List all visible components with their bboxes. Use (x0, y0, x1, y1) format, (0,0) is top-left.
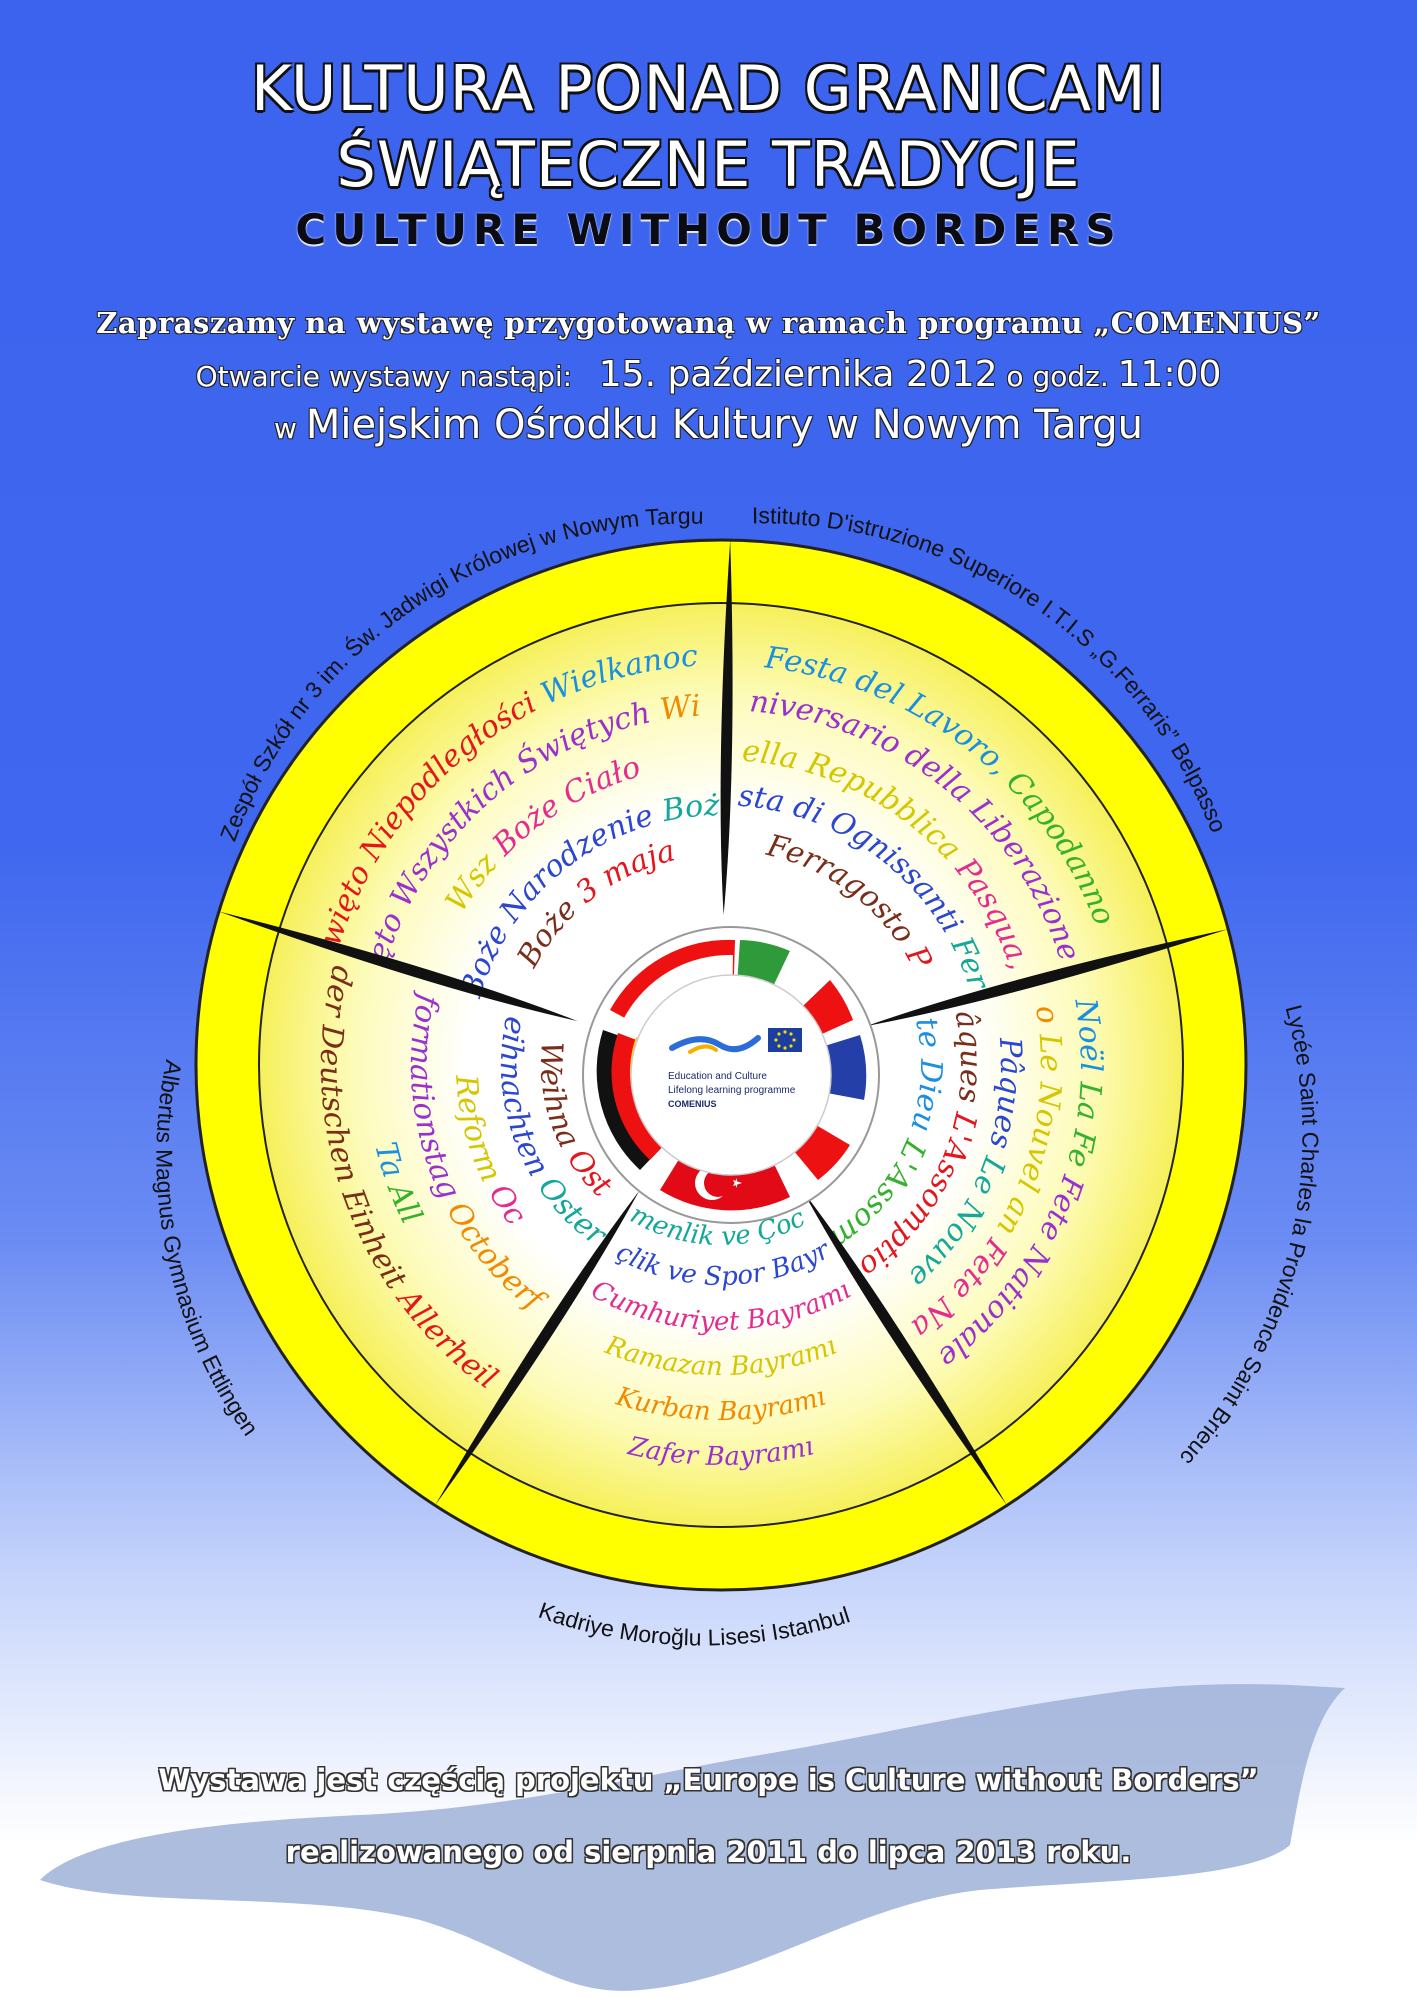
logo-line-1: Education and Culture (668, 1071, 767, 1082)
holiday-label: F (0, 500, 12, 508)
opening-prefix: Otwarcie wystawy nastąpi: (195, 360, 573, 393)
title-line-3: CULTURE WITHOUT BORDERS (295, 205, 1122, 254)
title-line-2: ŚWIĄTECZNE TRADYCJE (336, 128, 1081, 201)
title-line-1: KULTURA PONAD GRANICAMI (251, 52, 1166, 125)
sector-divider (720, 540, 733, 915)
school-label-turkey: Kadriye Moroğlu Lisesi Istanbul (536, 1597, 853, 1651)
eu-stars-icon (774, 1030, 796, 1050)
background-swoosh (40, 1684, 1345, 1991)
footer-line-1: Wystawa jest częścią projektu „Europe is… (158, 1763, 1259, 1797)
venue-prefix: w (274, 412, 297, 445)
opening-time: 11:00 (1117, 354, 1222, 395)
sector-dividers (218, 540, 1229, 1506)
opening-line: Otwarcie wystawy nastąpi: 15. październi… (0, 354, 1417, 395)
invitation-line: Zapraszamy na wystawę przygotowaną w ram… (96, 306, 1321, 340)
logo-line-2: Lifelong learning programme (668, 1085, 796, 1096)
footer-line-2: realizowanego od sierpnia 2011 do lipca … (285, 1835, 1132, 1869)
sector-divider (802, 1190, 1007, 1506)
center-hub: Education and Culture Lifelong learning … (582, 926, 880, 1224)
logo-line-3: COMENIUS (668, 1099, 717, 1109)
opening-date: 15. października 2012 (598, 354, 998, 395)
venue-name: Miejskim Ośrodku Kultury w Nowym Targu (305, 402, 1143, 448)
holiday-wheel-diagram: Zespół Szkół nr 3 im. Św. Jadwigi Królow… (0, 500, 1324, 1651)
sector-divider (865, 929, 1229, 1027)
holiday-label: Noël (1067, 996, 1108, 1072)
venue-line: w Miejskim Ośrodku Kultury w Nowym Targu (0, 402, 1417, 448)
svg-text:Kadriye Moroğlu Lisesi Istanbu: Kadriye Moroğlu Lisesi Istanbul (536, 1597, 853, 1651)
comenius-logo: Education and Culture Lifelong learning … (668, 1028, 802, 1109)
sector-divider (218, 911, 578, 1022)
time-prefix: o godz. (1006, 360, 1109, 393)
sector-divider (435, 1190, 640, 1506)
